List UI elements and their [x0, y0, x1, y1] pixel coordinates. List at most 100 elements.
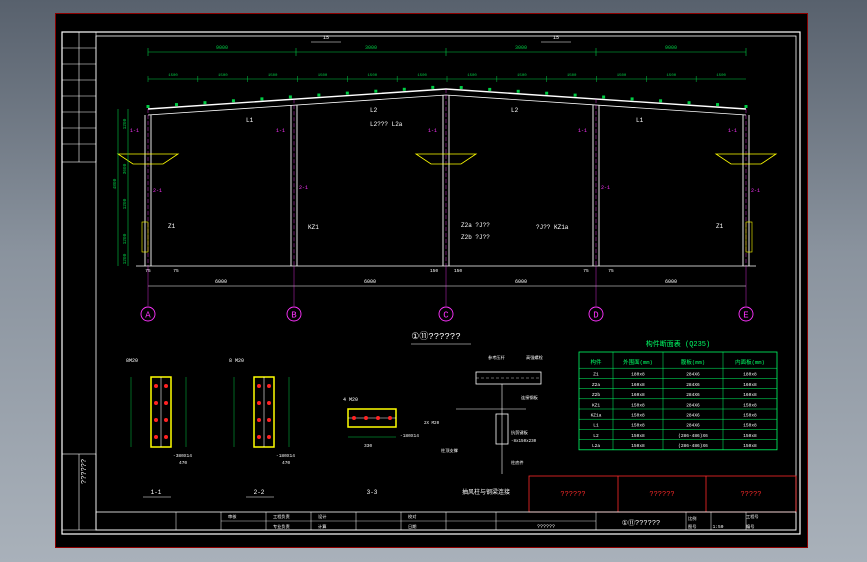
corbel [714, 153, 778, 165]
section-marker: 1-1 [428, 128, 437, 134]
top-dim-text: 3000 [515, 45, 527, 51]
axis-bubble [286, 306, 302, 322]
table-cell: 150x8 [743, 402, 757, 408]
purlin [231, 99, 235, 103]
bolt [267, 418, 271, 422]
beam-label: L1 [246, 117, 254, 124]
connection-note: -8x150x230 [511, 440, 537, 444]
purlin [260, 97, 264, 101]
title-block: ?????????????????审核工程负责专业负责设计计算校对日期比例图号工… [95, 475, 797, 531]
bolt [267, 384, 271, 388]
purlin [516, 89, 520, 93]
title-block-label: 工程负责 [273, 513, 290, 520]
axis-label: C [443, 311, 449, 321]
bolt [154, 384, 158, 388]
title-block-label: 日期 [408, 524, 416, 530]
table-header-cell: 外围面(mm) [623, 358, 653, 366]
purlin [402, 87, 406, 91]
red-cell-text: ????? [740, 491, 761, 499]
table-cell: 284X6 [686, 382, 700, 388]
bolt [257, 435, 261, 439]
table-cell: KZ1a [591, 413, 602, 419]
table-cell: L2a [592, 443, 600, 449]
base-dim-text: 75 [583, 268, 589, 274]
table-cell: 150x8 [631, 423, 645, 429]
purlin [630, 97, 634, 101]
connection-title: 抽风柱与钢梁连接 [462, 488, 510, 496]
purlin [374, 89, 378, 93]
section-callout: 4 M20 [343, 397, 358, 403]
bolt [164, 401, 168, 405]
column-label: Z2a ?J?? [461, 222, 490, 229]
table-cell: 150x8 [631, 443, 645, 449]
table-cell: 160x8 [743, 392, 757, 398]
corbel [414, 153, 478, 165]
elevation-title: ①⑪?????? [411, 331, 460, 342]
slope-ratio-left: 15 [323, 35, 329, 41]
side-strip-text: ?????? [81, 459, 89, 484]
section-plate-dim: 470 [179, 460, 187, 466]
left-dim-text: 3600 [122, 163, 128, 174]
section-marker: 1-1 [130, 128, 139, 134]
sub-dim-text: 1500 [168, 74, 178, 78]
title-block-label: 比例 [688, 515, 696, 522]
sub-dim-text: 1500 [517, 74, 527, 78]
table-cell: 150x8 [631, 402, 645, 408]
bolt [388, 416, 392, 420]
axis-label: B [291, 311, 297, 321]
table-cell: 284X6 [686, 392, 700, 398]
bolt [154, 401, 158, 405]
section-callout: 8 M20 [229, 358, 244, 364]
table-cell: L2 [593, 433, 599, 439]
table-header-cell: 腹板(mm) [681, 358, 705, 366]
left-dim-text: 1200 [122, 253, 128, 264]
column-label: Z2b ?J?? [461, 234, 490, 241]
bolt [267, 435, 271, 439]
bolt [154, 435, 158, 439]
connection-note: 柱顶支撑 [441, 447, 459, 454]
bay-dim-text: 6000 [515, 279, 527, 285]
base-dim-text: 150 [430, 268, 438, 274]
purlin [431, 85, 435, 89]
bolt [267, 401, 271, 405]
section-marker: 2-1 [601, 185, 610, 191]
sub-dim-text: 1500 [417, 74, 427, 78]
roof-beam-bottom [147, 94, 747, 116]
table-cell: KZ1 [592, 402, 600, 408]
bolt [164, 384, 168, 388]
section-marker: 2-1 [751, 188, 760, 194]
bay-dim-text: 6000 [364, 279, 376, 285]
column-label: ?J?? KZ1a [536, 224, 569, 231]
connection-detail: 参考压杆高强螺栓连接钢板2X M20抗剪键板-8x150x230柱顶支撑柱底件抽… [424, 354, 544, 496]
purlin [146, 105, 150, 108]
drawing-border [61, 31, 801, 535]
left-strip [61, 31, 97, 531]
table-cell: 160x8 [631, 392, 645, 398]
bolt [257, 401, 261, 405]
top-dim-text: 9000 [216, 45, 228, 51]
axis-bubble [140, 306, 156, 322]
purlin [545, 91, 549, 95]
bolt [164, 418, 168, 422]
purlin [659, 99, 663, 103]
title-block-label: 计算 [318, 523, 326, 530]
section-tag: 1-1 [151, 489, 162, 496]
table-cell: 160x8 [631, 382, 645, 388]
end-hatch [745, 221, 753, 253]
purlin [573, 93, 577, 97]
slope-ratio-right: 15 [553, 35, 559, 41]
axis-label: A [145, 311, 151, 321]
title-block-label: 专业负责 [273, 523, 290, 530]
left-total-text: 4800 [112, 178, 118, 189]
table-header-cell: 内面板(mm) [735, 358, 765, 366]
table-cell: 150x8 [631, 413, 645, 419]
base-dim-text: 75 [173, 268, 179, 274]
axis-bubble [588, 306, 604, 322]
bay-dim-text: 6000 [215, 279, 227, 285]
title-block-label: 审核 [228, 513, 237, 520]
beam-label: L1 [636, 117, 644, 124]
bolt [352, 416, 356, 420]
purlin [288, 95, 292, 99]
